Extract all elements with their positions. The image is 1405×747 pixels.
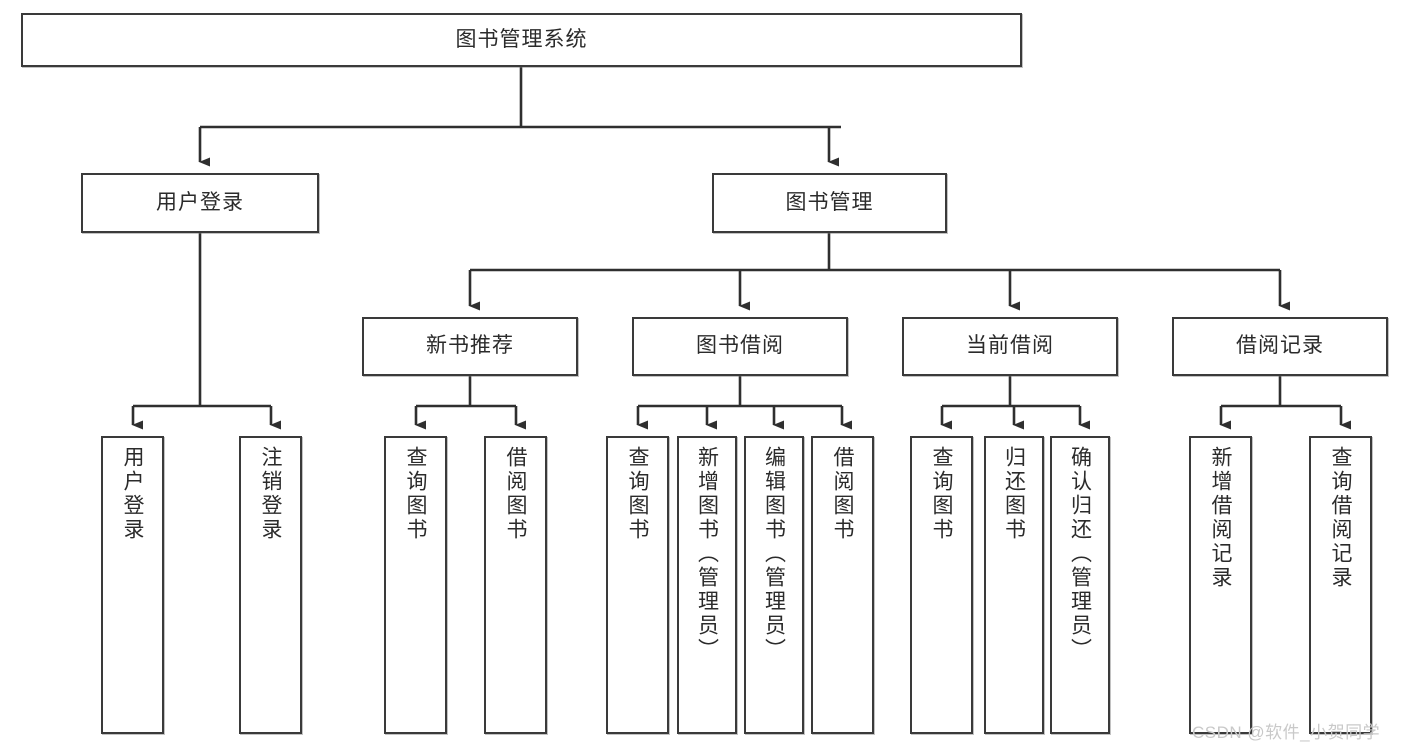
node-book-manage[interactable]: 图书管理: [712, 173, 947, 233]
leaf-query-book-b[interactable]: 查询图书: [606, 436, 669, 734]
node-book-manage-label: 图书管理: [785, 190, 874, 214]
leaf-query-book-a[interactable]: 查询图书: [384, 436, 447, 734]
node-new-book-recommend[interactable]: 新书推荐: [362, 317, 578, 376]
leaf-query-borrow-record-label: 查询借阅记录: [1329, 446, 1352, 590]
leaf-add-borrow-record-label: 新增借阅记录: [1209, 446, 1232, 590]
leaf-borrow-book-b[interactable]: 借阅图书: [811, 436, 874, 734]
leaf-add-borrow-record[interactable]: 新增借阅记录: [1189, 436, 1252, 734]
leaf-confirm-return[interactable]: 确认归还（管理员）: [1050, 436, 1110, 734]
leaf-borrow-book-b-label: 借阅图书: [831, 446, 854, 542]
csdn-watermark: CSDN @软件_小贺同学: [1192, 723, 1381, 742]
leaf-add-book-label: 新增图书（管理员）: [695, 446, 719, 662]
leaf-query-book-a-label: 查询图书: [404, 446, 427, 542]
leaf-query-book-c-label: 查询图书: [930, 446, 953, 542]
leaf-edit-book-label: 编辑图书（管理员）: [762, 446, 786, 662]
node-user-login[interactable]: 用户登录: [81, 173, 319, 233]
leaf-edit-book[interactable]: 编辑图书（管理员）: [744, 436, 804, 734]
node-current-borrow[interactable]: 当前借阅: [902, 317, 1118, 376]
node-borrow-records-label: 借阅记录: [1236, 334, 1324, 358]
node-borrow-records[interactable]: 借阅记录: [1172, 317, 1388, 376]
node-book-borrow[interactable]: 图书借阅: [632, 317, 848, 376]
leaf-return-book-label: 归还图书: [1002, 446, 1026, 542]
leaf-user-login-label: 用户登录: [121, 446, 144, 542]
leaf-borrow-book-a-label: 借阅图书: [504, 446, 527, 542]
node-root-label: 图书管理系统: [455, 27, 588, 51]
leaf-return-book[interactable]: 归还图书: [984, 436, 1044, 734]
leaf-query-book-b-label: 查询图书: [626, 446, 649, 542]
node-root[interactable]: 图书管理系统: [21, 13, 1022, 67]
leaf-borrow-book-a[interactable]: 借阅图书: [484, 436, 547, 734]
node-book-borrow-label: 图书借阅: [696, 334, 784, 358]
leaf-confirm-return-label: 确认归还（管理员）: [1068, 446, 1092, 662]
leaf-logout-login-label: 注销登录: [259, 446, 282, 542]
leaf-query-book-c[interactable]: 查询图书: [910, 436, 973, 734]
node-new-book-recommend-label: 新书推荐: [426, 334, 514, 358]
leaf-add-book[interactable]: 新增图书（管理员）: [677, 436, 737, 734]
leaf-user-login[interactable]: 用户登录: [101, 436, 164, 734]
node-current-borrow-label: 当前借阅: [966, 334, 1054, 358]
leaf-logout-login[interactable]: 注销登录: [239, 436, 302, 734]
node-user-login-label: 用户登录: [156, 190, 244, 214]
leaf-query-borrow-record[interactable]: 查询借阅记录: [1309, 436, 1372, 734]
